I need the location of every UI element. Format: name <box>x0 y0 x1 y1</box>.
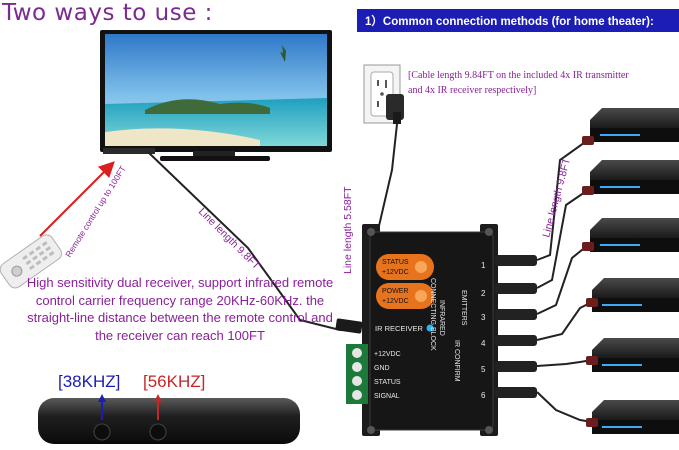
frequency-label-56khz: [56KHZ] <box>143 372 206 391</box>
status-indicator <box>376 254 434 280</box>
sensitivity-description: High sensitivity dual receiver, support … <box>26 275 334 343</box>
svg-text:+12VDC: +12VDC <box>382 269 409 276</box>
line-length-right: Line length 9.8FT <box>540 156 573 239</box>
svg-text:INFRARED: INFRARED <box>438 300 445 336</box>
ir-receiver-on-tv <box>103 148 155 154</box>
svg-text:2: 2 <box>481 289 486 298</box>
dvd-player <box>586 400 679 434</box>
ir-receiver-label: IR RECEIVER <box>375 324 424 333</box>
dvd-player <box>582 218 679 252</box>
power-indicator <box>376 283 434 309</box>
receiver-eye-56khz <box>149 423 167 441</box>
page-title: Two ways to use : <box>2 0 213 26</box>
svg-text:EMITTERS: EMITTERS <box>460 290 467 326</box>
svg-text:1: 1 <box>481 261 486 270</box>
svg-text:3: 3 <box>481 313 486 322</box>
svg-text:+12VDC: +12VDC <box>374 351 401 358</box>
svg-text:4: 4 <box>481 339 486 348</box>
dvd-player <box>586 278 679 312</box>
dual-ir-receiver <box>38 394 300 444</box>
svg-text:CONNECTING BLOCK: CONNECTING BLOCK <box>429 278 436 351</box>
dvd-player <box>586 338 679 372</box>
receiver-eye-38khz <box>93 423 111 441</box>
remote-control <box>0 234 62 289</box>
television <box>100 30 332 161</box>
emitter-jacks <box>495 255 537 398</box>
connection-method-heading: 1）Common connection methods (for home th… <box>357 9 679 32</box>
remote-signal-arrow <box>39 161 115 237</box>
remote-range-label: Remote control up to 100FT <box>63 164 128 259</box>
svg-text:+12VDC: +12VDC <box>382 298 409 305</box>
svg-text:POWER: POWER <box>382 288 408 295</box>
ir-connecting-block: STATUS +12VDC POWER +12VDC IR RECEIVER +… <box>346 224 498 436</box>
ir-confirm-led <box>426 324 434 332</box>
svg-text:STATUS: STATUS <box>374 379 401 386</box>
frequency-label-38khz: [38KHZ] <box>58 372 121 391</box>
terminal-block <box>346 344 368 404</box>
svg-text:6: 6 <box>481 391 486 400</box>
line-length-left: Line length 9.8FT <box>196 206 263 273</box>
svg-text:IR CONFIRM: IR CONFIRM <box>453 340 460 382</box>
svg-text:STATUS: STATUS <box>382 259 409 266</box>
svg-text:SIGNAL: SIGNAL <box>374 393 400 400</box>
power-adapter <box>386 94 404 124</box>
svg-text:5: 5 <box>481 365 486 374</box>
svg-text:GND: GND <box>374 365 390 372</box>
dvd-player <box>582 108 679 145</box>
line-length-middle: Line length 5.58FT <box>342 186 354 274</box>
cable-length-note: [Cable length 9.84FT on the included 4x … <box>408 70 629 96</box>
dvd-player <box>582 160 679 195</box>
